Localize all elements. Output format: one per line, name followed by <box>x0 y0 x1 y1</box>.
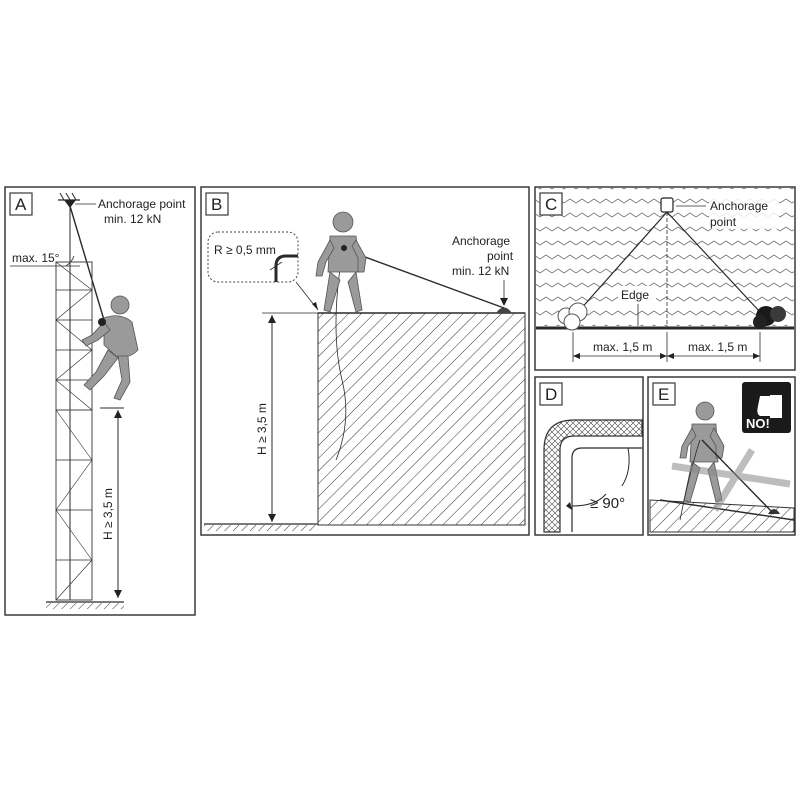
panel-a: A Anchorage point min. 12 kN max. 15° <box>4 186 196 616</box>
panel-c-worker-left <box>557 302 588 331</box>
panel-d-angle-label: ≥ 90° <box>590 495 625 512</box>
panel-e-no-badge: NO! <box>742 382 791 433</box>
panel-e-worker <box>679 401 725 503</box>
panel-c-anchor-line1: Anchorage <box>710 199 768 213</box>
panel-c: C Anchorage point Edge <box>534 186 796 371</box>
panel-a-frame <box>4 186 196 616</box>
panel-c-anchor-icon <box>660 197 674 213</box>
panel-e-badge-text: NO! <box>746 416 770 431</box>
panel-d-rope <box>543 419 643 533</box>
panel-c-worker-right <box>753 306 786 329</box>
panel-a-letter: A <box>15 195 27 214</box>
panel-e-slope <box>649 499 795 533</box>
panel-b-letter: B <box>211 195 222 214</box>
panel-a-worker <box>81 295 139 401</box>
thumbs-down-icon <box>757 396 770 416</box>
panel-b: B R ≥ 0,5 mm Anchorage point min. 12 kN <box>200 186 530 536</box>
panel-a-anchor-load: min. 12 kN <box>104 212 161 226</box>
panel-e-letter-box <box>652 382 676 406</box>
panel-c-letter-box <box>539 192 563 216</box>
panel-e-anchor-icon <box>768 509 780 514</box>
panel-a-angle-label: max. 15° <box>12 251 60 265</box>
panel-a-anchor <box>58 192 80 208</box>
panel-d-letter-box <box>539 382 563 406</box>
panel-b-letter-box <box>205 192 229 216</box>
panel-b-radius-label: R ≥ 0,5 mm <box>214 243 276 257</box>
panel-e: E NO! <box>647 376 796 536</box>
panel-d-letter: D <box>545 385 557 404</box>
panel-a-height-label: H ≥ 3,5 m <box>101 488 115 540</box>
panel-e-letter: E <box>658 385 669 404</box>
panel-c-letter: C <box>545 195 557 214</box>
panel-b-anchor-load: min. 12 kN <box>452 264 509 278</box>
panel-a-anchor-label: Anchorage point <box>98 197 186 211</box>
panel-b-anchor-line2: point <box>487 249 514 263</box>
panel-c-edge-label: Edge <box>621 288 649 302</box>
panel-b-anchor-icon <box>496 307 512 313</box>
panel-d: D ≥ 90° <box>534 376 644 536</box>
panel-e-cross-mark <box>671 448 791 512</box>
panel-b-height-label: H ≥ 3,5 m <box>255 403 269 455</box>
panel-c-anchor-line2: point <box>710 215 737 229</box>
panel-b-roof-block <box>317 312 526 526</box>
panel-c-right-distance: max. 1,5 m <box>688 340 747 354</box>
panel-a-letter-box <box>9 192 33 216</box>
panel-b-anchor-line1: Anchorage <box>452 234 510 248</box>
panel-b-worker <box>315 211 367 313</box>
panel-c-left-distance: max. 1,5 m <box>593 340 652 354</box>
